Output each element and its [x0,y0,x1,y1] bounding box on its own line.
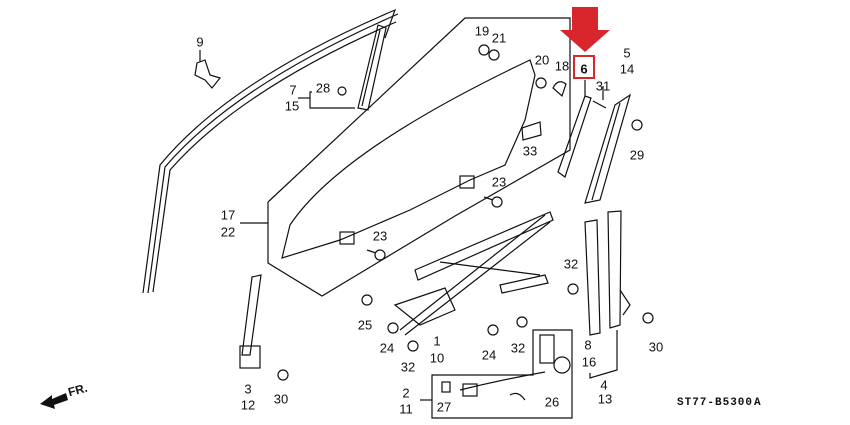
highlight-box [573,55,595,79]
callout-17[interactable]: 17 [220,207,236,223]
callout-18[interactable]: 18 [554,58,570,74]
callout-5[interactable]: 5 [623,45,631,61]
callout-25[interactable]: 25 [357,317,373,333]
diagram-revision: A [754,397,762,409]
callout-33[interactable]: 33 [522,143,538,159]
door-sash-channel [142,8,399,294]
connector [462,383,478,397]
callout-31[interactable]: 31 [595,78,611,94]
callout-13[interactable]: 13 [597,391,613,407]
callout-24[interactable]: 24 [379,340,395,356]
bolt-30 [277,369,289,381]
bolt-24 [487,324,499,336]
bolt-24 [387,322,399,334]
callout-3[interactable]: 3 [244,381,252,397]
callout-16[interactable]: 16 [581,354,597,370]
callout-8[interactable]: 8 [584,337,592,353]
callout-14[interactable]: 14 [619,61,635,77]
callout-23[interactable]: 23 [491,174,507,190]
callout-9[interactable]: 9 [196,34,204,50]
callout-23[interactable]: 23 [372,228,388,244]
glass-holder [459,175,475,189]
callout-20[interactable]: 20 [534,52,550,68]
callout-1[interactable]: 1 [433,333,441,349]
channel-8-16 [584,219,601,336]
callout-7[interactable]: 7 [289,82,297,98]
callout-21[interactable]: 21 [491,30,507,46]
channel-4-13 [607,210,622,329]
callout-30[interactable]: 30 [273,391,289,407]
bolt-23 [374,249,386,261]
window-motor [539,334,555,364]
glass-frame-outline [267,17,571,297]
callout-22[interactable]: 22 [220,224,236,240]
callout-26[interactable]: 26 [544,394,560,410]
callout-28[interactable]: 28 [315,80,331,96]
callout-10[interactable]: 10 [429,350,445,366]
bolt-32 [567,283,579,295]
clip-29 [631,119,643,131]
bolt-32 [407,340,419,352]
callout-32[interactable]: 32 [563,256,579,272]
bolt-23 [491,196,503,208]
callout-11[interactable]: 11 [399,401,413,417]
clip-9 [194,59,222,89]
callout-12[interactable]: 12 [240,397,256,413]
callout-24[interactable]: 24 [481,347,497,363]
run-channel-6[interactable] [557,95,592,178]
screw-28 [337,86,347,96]
callout-32[interactable]: 32 [400,359,416,375]
front-arrow-icon [40,393,68,409]
callout-32[interactable]: 32 [510,340,526,356]
callout-15[interactable]: 15 [284,98,300,114]
door-glass [281,59,536,259]
label-33 [521,121,542,141]
guide-3-12 [241,274,262,356]
channel-5-14 [584,93,632,204]
motor-kit-box [431,329,573,419]
diagram-code: ST77-B5300 [677,397,754,409]
callout-30[interactable]: 30 [648,339,664,355]
glass-holder [339,231,355,245]
window-regulator [393,211,554,336]
callout-4[interactable]: 4 [600,377,608,393]
callout-27[interactable]: 27 [436,399,452,415]
callout-19[interactable]: 19 [474,23,490,39]
bolt-32 [516,316,528,328]
callout-6[interactable]: 6 [580,61,588,77]
callout-2[interactable]: 2 [402,385,410,401]
bolt-25 [361,294,373,306]
callout-29[interactable]: 29 [629,147,645,163]
highlight-arrow-icon [560,7,610,52]
bolt-30 [642,312,654,324]
